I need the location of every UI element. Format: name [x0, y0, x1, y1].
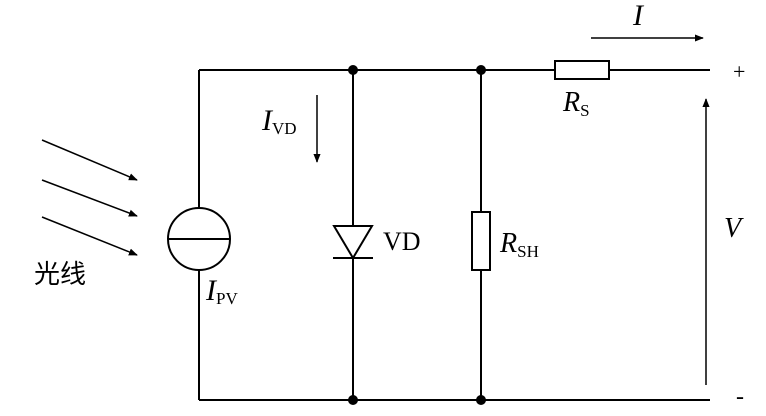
current-vd-label: IVD [261, 104, 297, 138]
diode-label: VD [383, 227, 421, 256]
output-current-label: I [632, 0, 645, 32]
junction-dot [348, 395, 358, 405]
terminal-plus: + [733, 59, 745, 84]
diode-triangle [332, 225, 374, 260]
light-ray-arrow [41, 216, 138, 256]
current-source [167, 207, 231, 271]
output-voltage-label: V [724, 213, 744, 244]
junction-dot [476, 65, 486, 75]
series-resistor-label: RS [562, 87, 590, 120]
light-rays [41, 139, 138, 256]
junction-dot [348, 65, 358, 75]
circuit-wires [198, 69, 710, 401]
shunt-resistor-label: RSH [499, 228, 539, 261]
terminal-minus: - [736, 384, 744, 410]
junction-dots [348, 65, 486, 405]
current-pv-label: IPV [205, 274, 238, 308]
light-label: 光线 [34, 259, 86, 289]
shunt-resistor [471, 211, 491, 271]
diode [332, 225, 374, 260]
light-ray-arrow [41, 139, 138, 181]
series-resistor [554, 60, 610, 80]
light-ray-arrow [41, 179, 138, 217]
junction-dot [476, 395, 486, 405]
